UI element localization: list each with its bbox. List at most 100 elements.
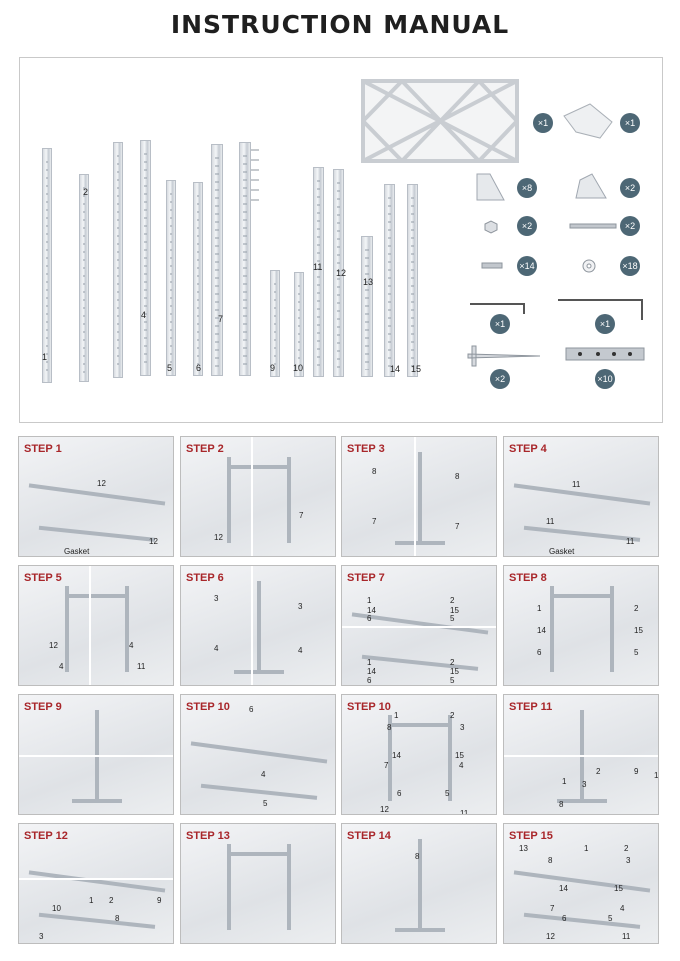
step-illustration (234, 581, 284, 674)
panel-divider (89, 566, 91, 685)
part-number-callout: 8 (387, 723, 392, 732)
part-number-callout: 6 (397, 789, 402, 798)
part-number-callout: 1 (537, 604, 542, 613)
part-number-callout: 4 (459, 761, 464, 770)
rod-part-8 (239, 142, 251, 376)
step-label: STEP 9 (24, 701, 62, 713)
part-number-callout: 14 (537, 626, 546, 635)
part-number-callout: 1 (89, 896, 94, 905)
page-title: INSTRUCTION MANUAL (170, 10, 510, 39)
part-number-callout: 3 (582, 780, 587, 789)
part-number-callout: 11 (137, 662, 146, 671)
ground-stake (467, 345, 541, 367)
part-number-callout: 6 (537, 648, 542, 657)
long-bolt (569, 223, 617, 229)
part-number-callout: 14 (367, 606, 376, 615)
part-number-callout: 11 (626, 537, 635, 546)
rod-part-10 (294, 272, 304, 377)
rod-label-6: 6 (196, 363, 202, 373)
part-number-callout: 7 (384, 761, 389, 770)
rod-label-15: 15 (411, 364, 422, 374)
part-number-callout: 1 (394, 711, 399, 720)
part-number-callout: 7 (550, 904, 555, 913)
parts-overview-panel: 1 2 4 5 6 7 9 10 11 12 13 14 15 (19, 57, 663, 423)
rod-part-9 (270, 270, 280, 377)
part-number-callout: 7 (372, 517, 377, 526)
rod-label-1: 1 (42, 352, 48, 362)
part-number-callout: 2 (450, 711, 455, 720)
count-badge-stake: ×2 (490, 369, 510, 389)
part-number-callout: 8 (115, 914, 120, 923)
rod-part-4 (140, 140, 151, 376)
part-number-callout: 5 (263, 799, 268, 808)
count-badge-nut: ×2 (517, 216, 537, 236)
rod-label-11: 11 (313, 262, 323, 272)
part-number-callout: 9 (634, 767, 639, 776)
part-number-callout: 3 (298, 602, 303, 611)
part-number-callout: 11 (460, 809, 469, 815)
corner-bracket (563, 103, 613, 139)
part-number-callout: 11 (546, 517, 555, 526)
rod-label-12: 12 (336, 268, 347, 278)
rod-label-14: 14 (390, 364, 401, 374)
part-number-callout: 1 (562, 777, 567, 786)
part-number-callout: 14 (392, 751, 401, 760)
count-badge-connector: ×10 (595, 369, 615, 389)
part-number-callout: 6 (249, 705, 254, 714)
part-number-callout: 3 (460, 723, 465, 732)
rod-part-3 (113, 142, 123, 378)
part-number-callout: 3 (39, 932, 44, 941)
nut (484, 220, 498, 234)
part-number-callout: 4 (214, 644, 219, 653)
hardware-drawings (251, 79, 645, 367)
part-number-callout: 5 (608, 914, 613, 923)
rod-part-12 (333, 169, 344, 377)
step-illustration (513, 870, 651, 929)
rod-part-11 (313, 167, 324, 377)
step-label: STEP 11 (509, 701, 553, 713)
panel-divider (19, 878, 173, 880)
rod-label-2: 2 (83, 187, 89, 197)
step-label: STEP 3 (347, 443, 385, 455)
step-label: STEP 1 (24, 443, 62, 455)
step-illustration (65, 586, 129, 672)
part-number-callout: 2 (634, 604, 639, 613)
step-illustration (351, 612, 489, 671)
gasket-note: Gasket (64, 547, 90, 556)
part-number-callout: 1 (367, 596, 372, 605)
rod-label-10: 10 (293, 363, 304, 373)
part-number-callout: 15 (450, 606, 459, 615)
part-number-callout: 7 (455, 522, 460, 531)
step-label: STEP 2 (186, 443, 224, 455)
part-number-callout: 12 (49, 641, 58, 650)
short-bolt (481, 262, 503, 269)
part-number-callout: 4 (261, 770, 266, 779)
part-number-callout: 12 (380, 805, 389, 814)
step-label: STEP 4 (509, 443, 547, 455)
step-label: STEP 15 (509, 830, 553, 842)
panel-divider (342, 626, 496, 628)
step-illustration (388, 715, 452, 801)
step-illustration (395, 839, 445, 932)
step-panel-12: STEP 111238911 (503, 694, 659, 815)
triangle-bracket (476, 173, 505, 201)
step-label: STEP 10 (347, 701, 391, 713)
count-badge-long-bolt: ×2 (620, 216, 640, 236)
part-number-callout: 12 (546, 932, 555, 941)
part-number-callout: 15 (450, 667, 459, 676)
count-badge-short-bolt: ×14 (517, 256, 537, 276)
panel-divider (504, 755, 658, 757)
part-number-callout: 11 (654, 771, 658, 780)
rod-label-9: 9 (270, 363, 276, 373)
part-number-callout: 15 (634, 626, 643, 635)
part-number-callout: 10 (52, 904, 61, 913)
